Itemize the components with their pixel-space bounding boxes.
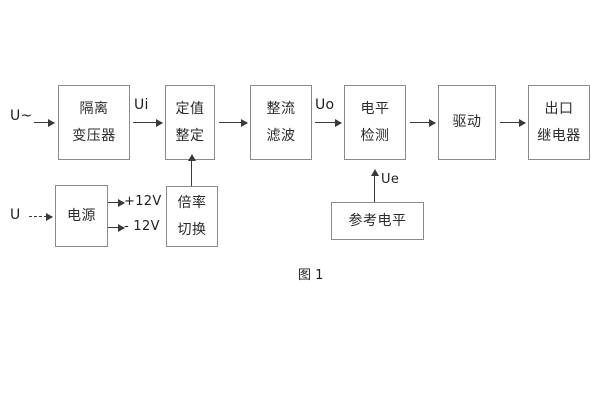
block-power-supply-line-1: 电源 xyxy=(67,207,96,224)
block-rectify-filter-line-1: 整流 xyxy=(266,101,296,118)
arrow-level-detection-to-drive xyxy=(410,118,436,127)
label-negative-12v: - 12V xyxy=(124,219,160,234)
block-isolation-transformer-line-1: 隔离 xyxy=(79,101,109,118)
block-isolation-transformer: 隔离 变压器 xyxy=(58,85,130,160)
label-positive-12v: +12V xyxy=(124,194,162,209)
block-power-supply: 电源 xyxy=(55,185,108,247)
arrow-setting-value-to-rectify-filter xyxy=(219,118,248,127)
block-rectify-filter-line-2: 滤波 xyxy=(266,127,296,144)
arrow-ratio-switch-to-setting-value xyxy=(187,154,196,186)
block-setting-value-line-2: 整定 xyxy=(175,127,205,144)
arrow-power-supply-negative-12v xyxy=(108,223,125,232)
signal-ui-label: Ui xyxy=(134,97,149,113)
arrow-isolation-transformer-to-setting-value xyxy=(133,118,163,127)
block-output-relay-line-1: 出口 xyxy=(544,101,574,118)
signal-uo-label: Uo xyxy=(315,97,335,113)
arrow-input-dc-to-power-supply xyxy=(29,213,53,221)
block-ratio-switch-line-1: 倍率 xyxy=(177,195,207,212)
block-level-detection: 电平 检测 xyxy=(344,85,406,160)
block-ratio-switch: 倍率 切换 xyxy=(166,186,218,247)
block-drive-line-1: 驱动 xyxy=(452,114,482,131)
input-dc-label: U xyxy=(10,207,21,223)
block-level-detection-line-1: 电平 xyxy=(360,101,390,118)
block-isolation-transformer-line-2: 变压器 xyxy=(72,127,116,144)
arrow-rectify-filter-to-level-detection xyxy=(315,118,342,127)
block-setting-value: 定值 整定 xyxy=(165,85,215,160)
block-rectify-filter: 整流 滤波 xyxy=(250,85,312,160)
block-ratio-switch-line-2: 切换 xyxy=(177,221,207,238)
block-output-relay-line-2: 继电器 xyxy=(537,127,581,144)
block-setting-value-line-1: 定值 xyxy=(175,101,205,118)
arrow-reference-level-to-level-detection xyxy=(370,169,379,202)
block-reference-level-line-1: 参考电平 xyxy=(348,212,407,229)
arrow-drive-to-output-relay xyxy=(500,118,526,127)
block-level-detection-line-2: 检测 xyxy=(360,127,390,144)
block-drive: 驱动 xyxy=(438,85,496,160)
input-ac-label: U~ xyxy=(10,108,33,124)
arrow-input-ac-to-isolation-transformer xyxy=(34,118,55,127)
block-reference-level: 参考电平 xyxy=(331,202,424,240)
figure-caption: 图 1 xyxy=(298,268,324,283)
arrow-power-supply-positive-12v xyxy=(108,198,125,207)
block-output-relay: 出口 继电器 xyxy=(528,85,590,160)
signal-ue-label: Ue xyxy=(381,172,400,187)
